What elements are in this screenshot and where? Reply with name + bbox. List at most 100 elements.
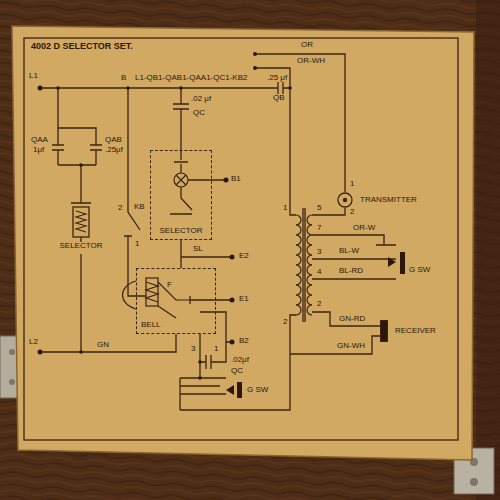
label-holder: TRANSMITTER: [359, 196, 418, 204]
hinge: [9, 349, 15, 355]
wiring-label: 1μf: [32, 146, 45, 154]
coil-winding: [307, 305, 312, 315]
coil-winding: [296, 255, 301, 265]
coil-winding: [307, 265, 312, 275]
relay-armature: [71, 200, 91, 203]
coil-winding: [296, 295, 301, 305]
wire: [170, 187, 192, 214]
brass-plate: [12, 26, 474, 460]
terminal: [253, 66, 257, 70]
wiring-label: OR-WH: [296, 57, 326, 65]
wire: [312, 312, 380, 326]
bell-symbol: [123, 278, 191, 309]
wiring-label: L2: [28, 338, 39, 346]
lamp-symbol: [174, 173, 188, 187]
wire: [52, 88, 64, 165]
wiring-label: OR: [300, 41, 314, 49]
lamp-symbol: [176, 175, 186, 185]
node-label: BELL: [140, 321, 162, 329]
coil-winding: [296, 215, 301, 225]
wiring-label: OR-W: [352, 224, 376, 232]
node-label: RECEIVER: [394, 327, 437, 335]
wire: [40, 82, 290, 94]
transmitter-circle: [337, 192, 353, 208]
wiring-label: BL-W: [338, 247, 360, 255]
wiring-label: L1: [28, 72, 39, 80]
wiring-label: QB: [272, 94, 286, 102]
terminal: [288, 86, 292, 90]
latch: [470, 478, 478, 486]
terminal: [198, 360, 202, 364]
wire: [303, 208, 305, 322]
coil-winding: [296, 285, 301, 295]
wiring-label: B2: [238, 337, 250, 345]
label-holder: RECEIVER: [394, 327, 437, 335]
wiring-label: .25μf: [104, 146, 124, 154]
terminal: [230, 255, 235, 260]
coil-winding: [307, 245, 312, 255]
terminal: [224, 178, 229, 183]
wiring-label: GN-WH: [336, 342, 366, 350]
wiring-label: BL-RD: [338, 267, 364, 275]
wood-box: [476, 0, 500, 500]
wire: [158, 306, 176, 318]
wire: [255, 54, 345, 192]
wiring-label: 1: [134, 240, 140, 248]
wiring-label: B: [120, 74, 127, 82]
wiring-label: GN: [96, 341, 110, 349]
terminal: [198, 376, 202, 380]
coil-winding: [307, 295, 312, 305]
bell-symbol: [158, 282, 190, 300]
wiring-label: E2: [238, 252, 250, 260]
terminal: [126, 86, 130, 90]
wiring-label: F: [166, 281, 173, 289]
switch-contacts: [388, 257, 396, 267]
title-text: 4002 D SELECTOR SET.: [30, 42, 134, 51]
transmitter-dot: [343, 198, 347, 202]
coil-winding: [307, 225, 312, 235]
wire: [173, 88, 189, 150]
wiring-label: QAB: [104, 136, 123, 144]
wiring-label: 4: [316, 268, 322, 276]
node-label: SELECTOR: [159, 227, 204, 235]
coil-winding: [296, 235, 301, 245]
lamp-symbol: [174, 173, 188, 187]
wiring-label: G SW: [246, 386, 269, 394]
wiring-label: QC: [192, 109, 206, 117]
wiring-label: 1: [282, 204, 288, 212]
terminal: [179, 86, 183, 90]
terminal: [230, 298, 235, 303]
transmitter-circle: [338, 193, 352, 207]
terminal: [79, 350, 83, 354]
transmitter-symbol: TRANSMITTER: [337, 192, 418, 208]
terminal: [253, 52, 257, 56]
node-label: TRANSMITTER: [359, 196, 418, 204]
wire: [180, 315, 296, 410]
wire: [174, 150, 188, 173]
coil-winding: [307, 275, 312, 285]
wire: [200, 312, 230, 342]
bell-box: BELL: [136, 268, 216, 334]
wiring-label: 1: [213, 345, 219, 353]
wire-connector: [180, 240, 181, 268]
label-holder: BELL: [140, 313, 162, 331]
switch-contacts: [400, 252, 405, 274]
receiver-case: [380, 320, 388, 342]
wiring-label: L1-QB1-QAB1-QAA1-QC1-KB2: [134, 74, 248, 82]
coil-winding: [296, 305, 301, 315]
wiring-label: 2: [349, 208, 355, 216]
wiring-label: B1: [230, 175, 242, 183]
wiring-label: 2: [316, 300, 322, 308]
coil-winding: [307, 215, 312, 225]
hinge: [9, 379, 15, 385]
wiring-label: 2: [117, 204, 123, 212]
wiring-label: E1: [238, 295, 250, 303]
wire: [181, 256, 230, 257]
wire: [40, 334, 176, 352]
